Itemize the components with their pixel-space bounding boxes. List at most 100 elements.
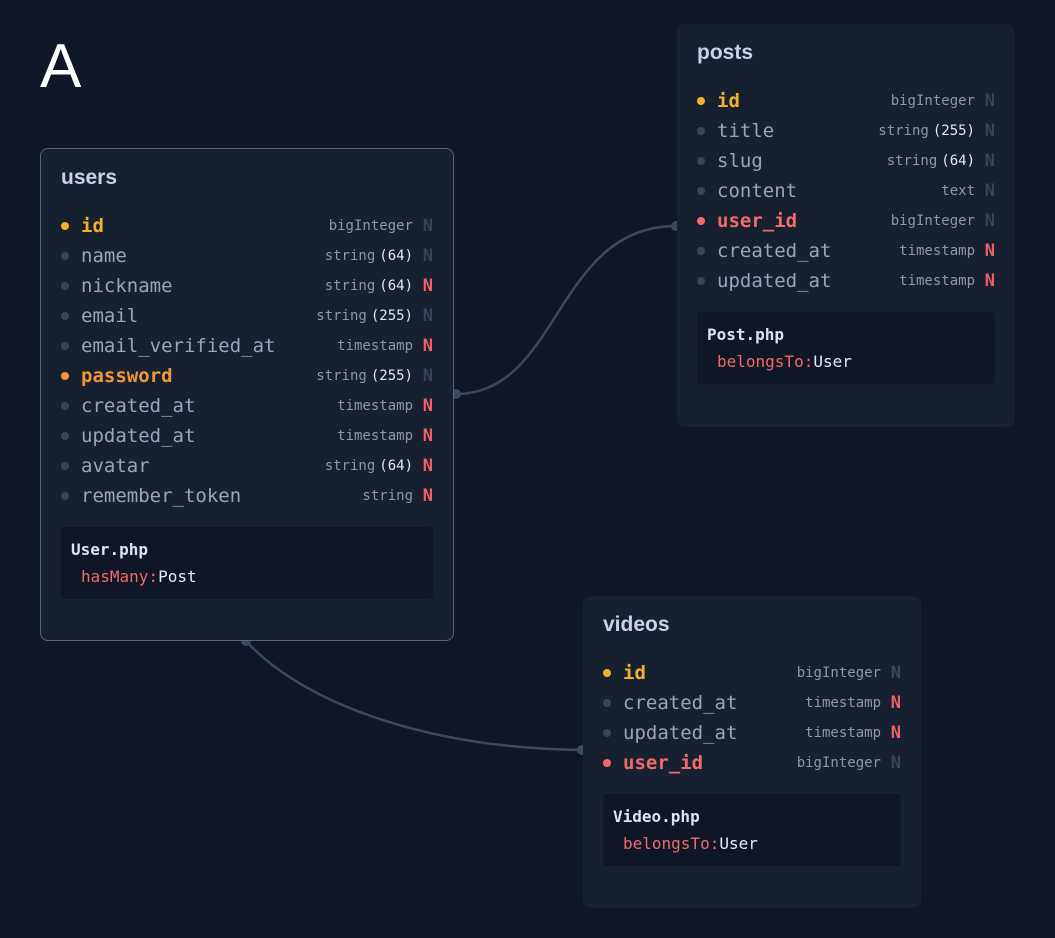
column-name: password (81, 365, 173, 387)
relation-kind: belongsTo: (717, 352, 814, 371)
column-type: text (941, 183, 975, 199)
model-file: Video.php (613, 807, 700, 826)
column-name: created_at (81, 395, 196, 417)
column-type: string (316, 368, 367, 384)
column-name: nickname (81, 275, 173, 297)
nullable-marker: N (984, 271, 995, 291)
model-relation[interactable]: belongsTo:User (613, 830, 891, 858)
relation-target: User (719, 834, 758, 853)
relation-target: User (813, 352, 852, 371)
table-title: users (61, 166, 118, 189)
column-type: bigInteger (890, 213, 975, 229)
column-name: email_verified_at (81, 335, 276, 357)
model-file: Post.php (707, 325, 785, 344)
table-title: videos (603, 613, 670, 636)
column-type: string (362, 488, 413, 504)
column-dot-icon (603, 699, 611, 707)
model-relation[interactable]: hasMany:Post (71, 563, 423, 591)
column-length: (255) (370, 368, 413, 384)
nullable-marker: N (422, 456, 433, 476)
column-dot-icon (61, 462, 69, 470)
column-name: created_at (623, 692, 738, 714)
column-dot-icon (697, 187, 705, 195)
link-users-videos[interactable] (245, 640, 583, 752)
hidden-column-dot-icon (61, 372, 69, 380)
column-type: bigInteger (890, 93, 975, 109)
column-name: id (81, 215, 104, 237)
column-name: name (81, 245, 127, 267)
relation-kind: belongsTo: (623, 834, 720, 853)
column-dot-icon (603, 729, 611, 737)
column-name: avatar (81, 455, 150, 477)
column-dot-icon (61, 282, 69, 290)
primary-key-dot-icon (603, 669, 611, 677)
model-relations: belongsTo:User (613, 830, 891, 858)
nullable-marker: N (422, 246, 433, 266)
foreign-key-dot-icon (603, 759, 611, 767)
link-users-posts[interactable] (455, 224, 677, 396)
column-dot-icon (61, 312, 69, 320)
model-box: Video.php belongsTo:User (603, 794, 901, 866)
column-type: string (324, 248, 376, 264)
nullable-marker: N (422, 396, 433, 416)
column-length: (64) (379, 458, 413, 474)
column-name: id (623, 662, 646, 684)
column-row-remember-token[interactable]: remember_token string N (61, 481, 433, 511)
column-dot-icon (61, 252, 69, 260)
nullable-marker: N (890, 693, 901, 713)
column-type: timestamp (899, 243, 975, 259)
nullable-marker: N (890, 753, 901, 773)
column-length: (255) (370, 308, 413, 324)
nullable-marker: N (984, 181, 995, 201)
foreign-key-dot-icon (697, 217, 705, 225)
column-dot-icon (697, 157, 705, 165)
column-type: timestamp (899, 273, 975, 289)
column-name: user_id (717, 210, 798, 232)
nullable-marker: N (422, 306, 433, 326)
column-dot-icon (61, 402, 69, 410)
column-row-updated-at[interactable]: updated_at timestamp N (697, 266, 995, 296)
nullable-marker: N (984, 121, 995, 141)
column-dot-icon (61, 432, 69, 440)
column-length: (255) (932, 123, 975, 139)
column-dot-icon (61, 342, 69, 350)
column-name: updated_at (81, 425, 196, 447)
column-name: remember_token (81, 485, 242, 507)
column-type: string (316, 308, 367, 324)
column-dot-icon (697, 247, 705, 255)
column-name: created_at (717, 240, 832, 262)
column-name: updated_at (717, 270, 832, 292)
nullable-marker: N (422, 216, 433, 236)
nullable-marker: N (422, 486, 433, 506)
table-title: posts (697, 41, 754, 64)
relation-kind: hasMany: (81, 567, 159, 586)
nullable-marker: N (422, 276, 433, 296)
model-relation[interactable]: belongsTo:User (707, 348, 985, 376)
column-type: timestamp (805, 725, 881, 741)
column-type: string (878, 123, 929, 139)
